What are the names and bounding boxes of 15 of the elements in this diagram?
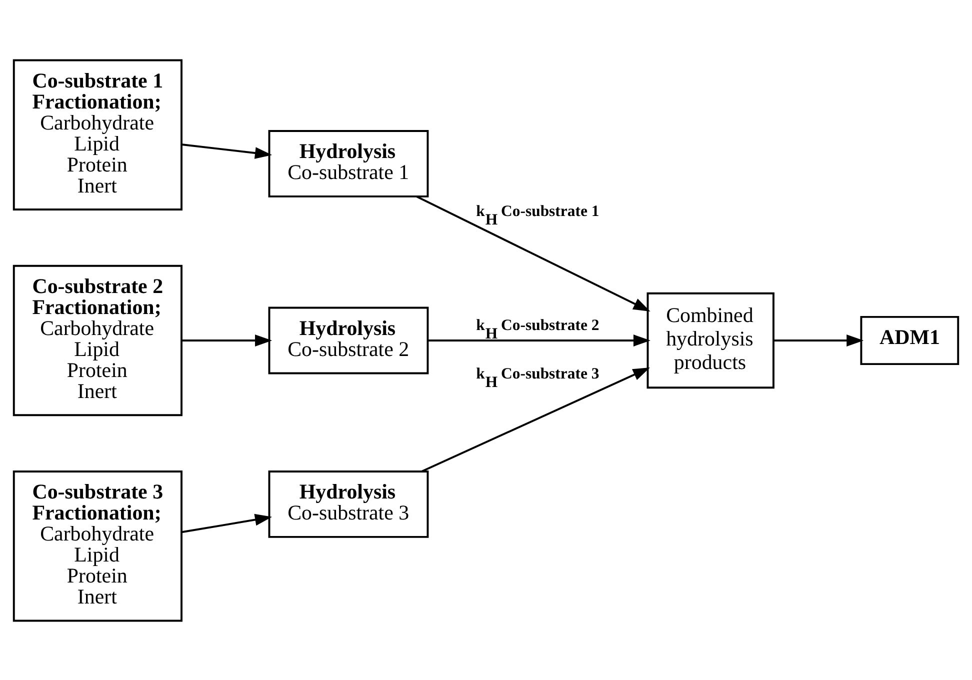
node-box: Hydrolysis Co-substrate 1 <box>268 129 429 197</box>
arrow <box>182 143 272 158</box>
node-box: Hydrolysis Co-substrate 3 <box>268 470 429 538</box>
node-box: Co-substrate 2 Fractionation; Carbohydrate Lipid Protein Inert <box>12 264 182 416</box>
arrow <box>181 513 272 533</box>
node-box: Co-substrate 1 Fractionation; Carbohydrate Lipid Protein Inert <box>12 58 182 210</box>
node-box: Hydrolysis Co-substrate 2 <box>268 306 429 374</box>
arrow <box>422 367 650 472</box>
arrow <box>182 334 272 346</box>
arrow <box>416 195 650 311</box>
node-box: Combined hydrolysis products <box>646 292 774 388</box>
arrow <box>428 334 650 346</box>
arrow <box>774 334 864 346</box>
node-box: ADM1 <box>860 315 960 365</box>
node-box: Co-substrate 3 Fractionation; Carbohydrate Lipid Protein Inert <box>12 470 182 622</box>
